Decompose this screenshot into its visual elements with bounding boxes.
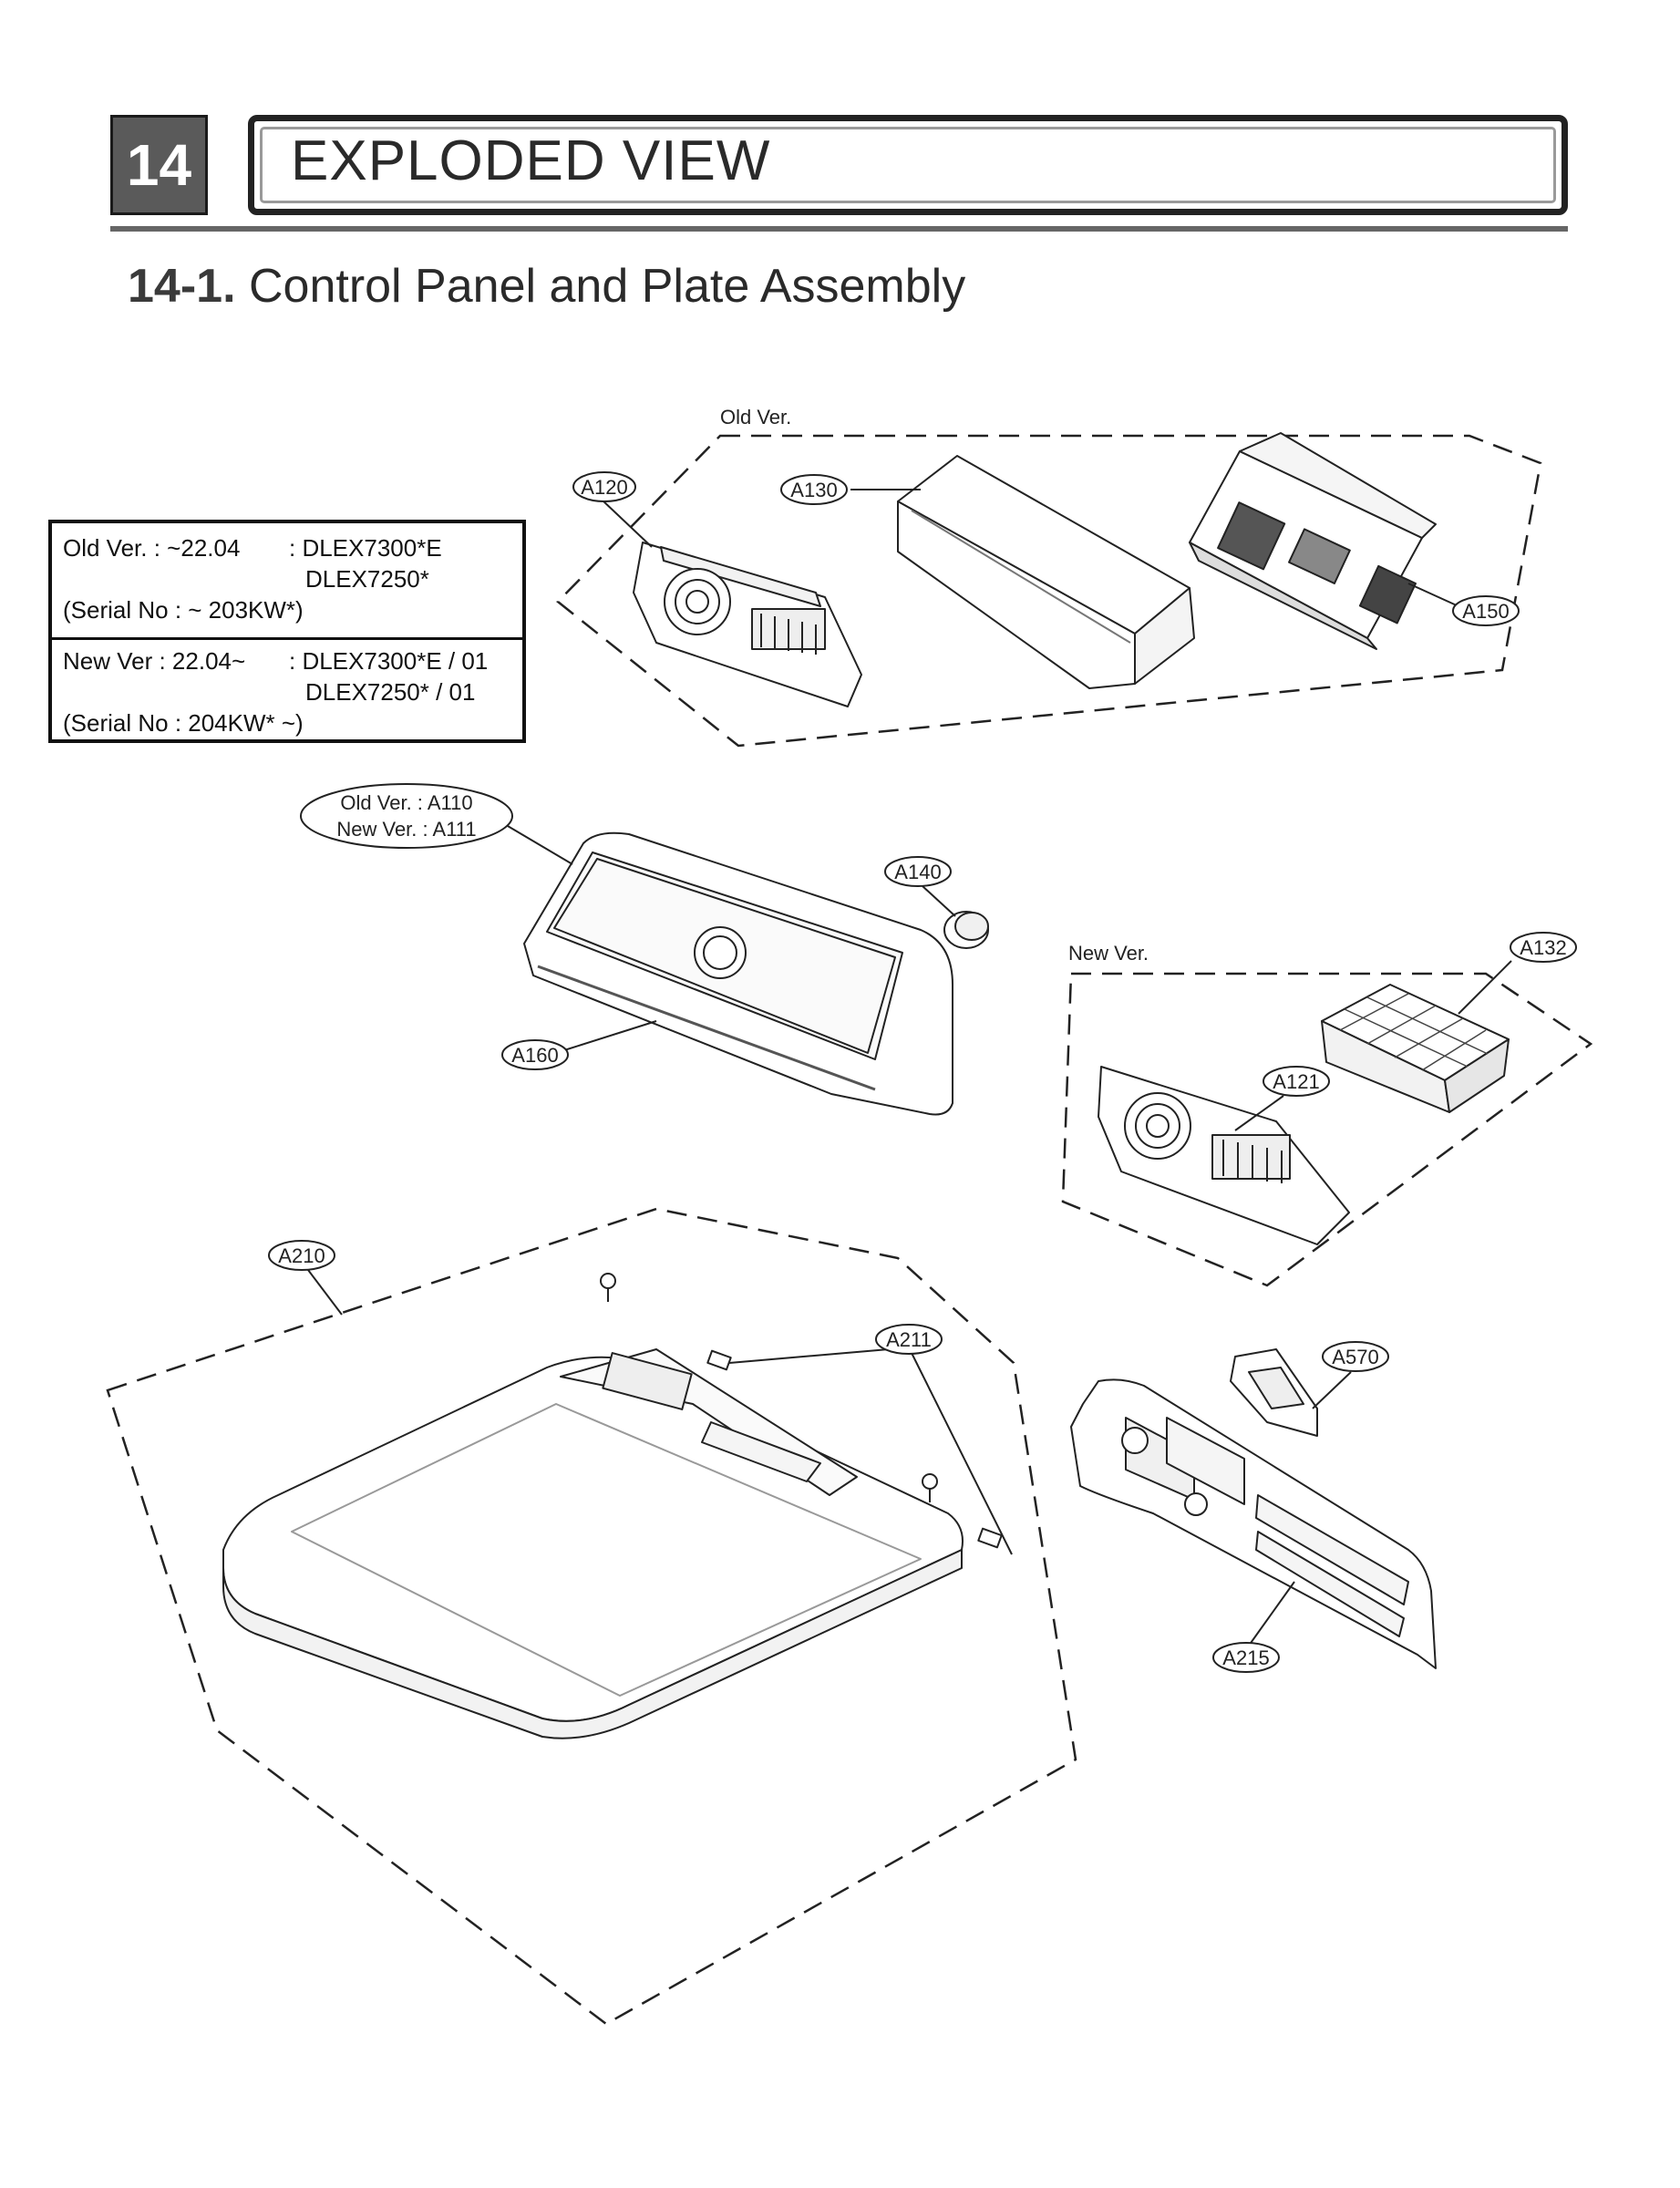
section-name: Control Panel and Plate Assembly (248, 260, 966, 313)
old-version-boundary (556, 434, 1542, 748)
chapter-number-badge: 14 (110, 115, 208, 215)
callout-a210 (268, 1240, 335, 1271)
callout-a120-text: A120 (581, 476, 627, 499)
callout-a215-text: A215 (1222, 1646, 1269, 1669)
version-row-old: Old Ver. : ~22.04 : DLEX7300*E DLEX7250*… (52, 523, 522, 640)
callout-a211 (875, 1324, 943, 1355)
callout-a570 (1322, 1341, 1389, 1372)
screw-fasteners (600, 1273, 938, 1502)
callout-a121-text: A121 (1273, 1070, 1319, 1093)
callout-a150 (1452, 595, 1520, 626)
old-version-model-1: : DLEX7300*E (289, 534, 442, 562)
part-a211-hinge-bracket (706, 1349, 1003, 1549)
part-a120-main-pwb (633, 542, 862, 707)
part-a210-top-plate (222, 1348, 964, 1739)
version-table: Old Ver. : ~22.04 : DLEX7300*E DLEX7250*… (48, 520, 526, 743)
old-version-label: Old Ver. (720, 406, 791, 428)
top-plate-boundary (106, 1207, 1077, 2026)
callout-a150-text: A150 (1462, 600, 1509, 623)
part-a130-pwb-case (897, 455, 1195, 689)
part-a215-rear-cover (1070, 1378, 1437, 1669)
part-a121-main-pwb (1098, 1066, 1350, 1245)
callout-a132 (1510, 932, 1577, 963)
chapter-number: 14 (126, 132, 192, 198)
old-version-serial: (Serial No : ~ 203KW*) (63, 596, 304, 624)
new-version-model-1: : DLEX7300*E / 01 (289, 647, 489, 675)
part-a132-pwb-case (1321, 984, 1510, 1113)
new-version-label: New Ver. (1068, 942, 1149, 965)
callout-a110-a111 (300, 783, 513, 849)
header-rule (110, 226, 1568, 232)
callout-a140 (884, 856, 952, 887)
callout-a120 (572, 471, 636, 502)
new-version-serial: (Serial No : 204KW* ~) (63, 709, 304, 737)
section-title: 14-1. Control Panel and Plate Assembly (128, 259, 965, 314)
callout-a215 (1212, 1642, 1280, 1673)
callout-a130-text: A130 (790, 479, 837, 501)
page-title: EXPLODED VIEW (291, 129, 771, 192)
callout-a110-text: Old Ver. : A110 (340, 791, 472, 814)
section-number: 14-1. (128, 260, 236, 313)
callout-a140-text: A140 (894, 861, 941, 883)
version-row-new: New Ver : 22.04~ : DLEX7300*E / 01 DLEX7… (52, 640, 522, 742)
callout-a210-text: A210 (278, 1244, 325, 1267)
part-a110-control-panel (523, 831, 953, 1116)
new-version-range: New Ver : 22.04~ (63, 647, 246, 675)
callout-a111-text: New Ver. : A111 (336, 818, 476, 841)
callout-a160 (501, 1039, 569, 1070)
callout-a130 (780, 474, 848, 505)
callout-a132-text: A132 (1520, 936, 1566, 959)
part-a150-cover-pwb (1189, 432, 1437, 650)
new-version-boundary (1061, 972, 1593, 1287)
old-version-model-2: DLEX7250* (305, 565, 429, 593)
part-a140-knob (943, 911, 989, 949)
part-a570-bracket (1230, 1348, 1318, 1437)
new-version-model-2: DLEX7250* / 01 (305, 678, 476, 706)
callout-a570-text: A570 (1332, 1346, 1378, 1368)
title-frame: EXPLODED VIEW (248, 115, 1568, 215)
callout-a121 (1263, 1066, 1330, 1097)
callout-a211-text: A211 (886, 1328, 932, 1351)
old-version-range: Old Ver. : ~22.04 (63, 534, 241, 562)
callout-a160-text: A160 (511, 1044, 558, 1067)
